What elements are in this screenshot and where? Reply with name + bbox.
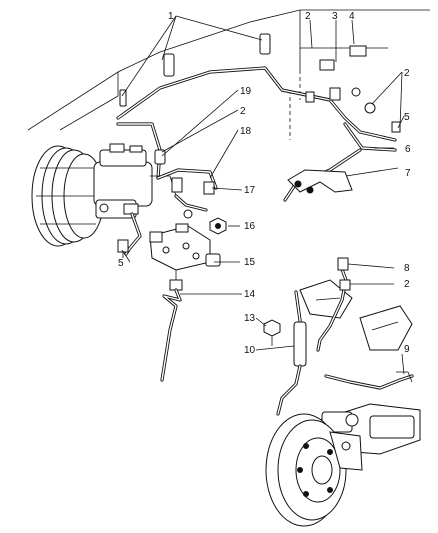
callout-2: 2 [240, 106, 246, 117]
brake-caliper [329, 431, 363, 471]
callout-17: 17 [244, 185, 256, 196]
callout-5: 5 [404, 112, 410, 123]
callout-4: 4 [349, 11, 355, 22]
main-brake-tube [116, 66, 397, 202]
rear-brake-tube [160, 288, 182, 382]
leader-lines [121, 15, 405, 375]
callout-15: 15 [244, 257, 256, 268]
frame-rail-outline [27, 9, 430, 140]
caliper-hose-item-9 [324, 371, 414, 390]
callout-labels: 1 2 3 4 2 5 6 7 19 2 18 17 16 15 5 14 8 … [118, 11, 411, 356]
callout-18: 18 [240, 126, 252, 137]
callout-7: 7 [405, 168, 411, 179]
brake-rotor [265, 413, 347, 527]
callout-5: 5 [118, 258, 124, 269]
front-suspension-bracket [299, 279, 413, 351]
callout-3: 3 [332, 11, 338, 22]
callout-8: 8 [404, 263, 410, 274]
hex-nut [209, 217, 227, 235]
callout-2: 2 [305, 11, 311, 22]
callout-19: 19 [240, 86, 252, 97]
callout-14: 14 [244, 289, 256, 300]
tube-bracket [287, 169, 353, 194]
bolt-item-13 [263, 319, 281, 346]
callout-16: 16 [244, 221, 256, 232]
callout-2: 2 [404, 279, 410, 290]
combination-valve [149, 223, 221, 291]
callout-6: 6 [405, 144, 411, 155]
tube-clips [119, 33, 401, 165]
callout-9: 9 [404, 344, 410, 355]
master-cylinder [93, 143, 177, 219]
callout-1: 1 [168, 11, 174, 22]
callout-13: 13 [244, 313, 256, 324]
brake-hose-item-10 [276, 321, 307, 416]
callout-2: 2 [404, 68, 410, 79]
callout-10: 10 [244, 345, 256, 356]
brake-booster [31, 145, 105, 247]
